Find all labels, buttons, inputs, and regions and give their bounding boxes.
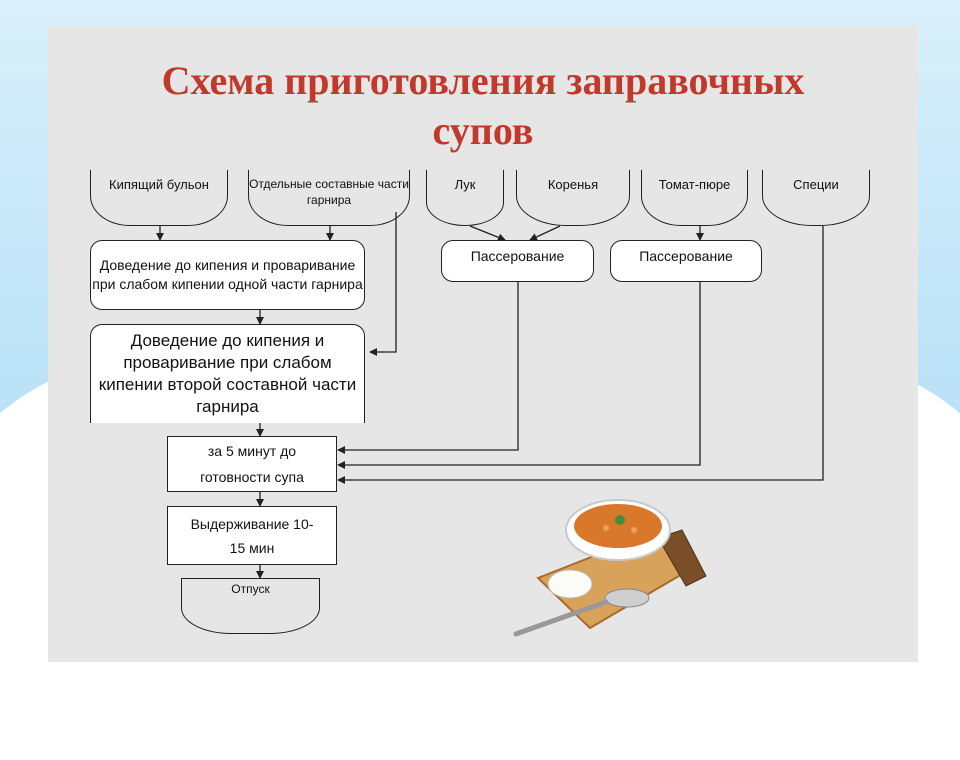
bread-slice [657, 529, 707, 587]
step-hold: Выдерживание 10-15 мин [167, 506, 337, 565]
ingredient-garnish-parts: Отдельные составные части гарнира [248, 170, 410, 226]
ingredient-roots: Коренья [516, 170, 630, 226]
step-boil-first-garnish: Доведение до кипения и проваривание при … [90, 240, 365, 310]
spoon-bowl [604, 588, 650, 608]
arrow-onion [469, 225, 506, 242]
step-saute-tomato: Пассерование [610, 240, 762, 282]
arrow-spices [337, 226, 824, 484]
step-five-min-before: за 5 минут до готовности супа [167, 436, 337, 492]
step-saute-onion-roots: Пассерование [441, 240, 594, 282]
soup-bowl-illustration [513, 499, 707, 637]
arrow-garnish-second [369, 212, 397, 356]
title-line-2: супов [432, 108, 534, 153]
ingredient-spices: Специи [762, 170, 870, 226]
step-serve: Отпуск [181, 578, 320, 634]
ingredient-onion: Лук [426, 170, 504, 226]
arrow-saute-1 [337, 282, 519, 454]
title-line-1: Схема приготовления заправочных [161, 58, 805, 103]
spoon-handle [513, 599, 609, 637]
soup [574, 504, 662, 548]
sour-cream-dish [547, 569, 593, 599]
arrow-roots [529, 225, 561, 241]
step-boil-second-garnish: Доведение до кипения и проваривание при … [90, 324, 365, 423]
connector-lines [156, 212, 824, 579]
ingredient-tomato-puree: Томат-пюре [641, 170, 748, 226]
slide-title: Схема приготовления заправочных супов [48, 56, 918, 156]
ingredient-broth: Кипящий бульон [90, 170, 228, 226]
arrow-saute-2 [337, 282, 701, 469]
herb-garnish [615, 515, 625, 525]
